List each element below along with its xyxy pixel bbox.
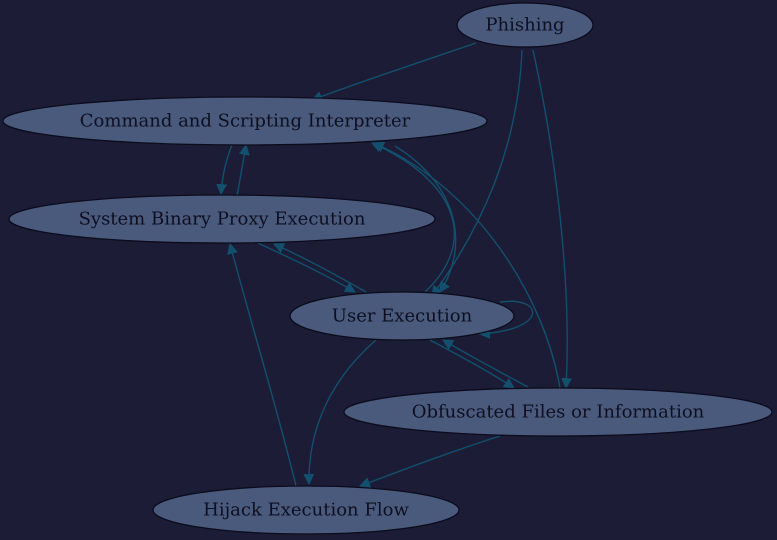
edge-sbpe-to-csi bbox=[236, 143, 250, 197]
nodes-layer: Phishing Command and Scripting Interpret… bbox=[2, 2, 773, 535]
node-command-and-scripting-interpreter[interactable]: Command and Scripting Interpreter bbox=[2, 96, 488, 146]
edge-ue-self-loop bbox=[478, 300, 534, 339]
edges-layer bbox=[216, 42, 573, 488]
node-hef-shape bbox=[152, 485, 460, 535]
edge-ue-to-ofi bbox=[429, 339, 515, 389]
node-obfuscated-files-or-information[interactable]: Obfuscated Files or Information bbox=[343, 387, 773, 437]
edge-phishing-to-ofi bbox=[532, 49, 573, 390]
node-hijack-execution-flow[interactable]: Hijack Execution Flow bbox=[152, 485, 460, 535]
edge-hef-to-sbpe bbox=[227, 242, 297, 487]
node-sbpe-shape bbox=[8, 194, 436, 244]
edge-phishing-to-ue bbox=[431, 49, 523, 297]
node-phishing-shape bbox=[456, 2, 594, 48]
edge-ue-to-csi bbox=[370, 142, 455, 293]
edge-ue-to-sbpe bbox=[272, 243, 367, 293]
node-sbpe-label: System Binary Proxy Execution bbox=[79, 209, 366, 230]
edge-ofi-to-ue bbox=[442, 339, 529, 388]
edge-sbpe-to-ue bbox=[257, 242, 356, 293]
node-user-execution[interactable]: User Execution bbox=[289, 291, 515, 341]
edge-ofi-to-hef bbox=[358, 435, 501, 488]
node-hef-label: Hijack Execution Flow bbox=[203, 500, 409, 521]
edge-ofi-to-csi bbox=[372, 141, 561, 389]
node-system-binary-proxy-execution[interactable]: System Binary Proxy Execution bbox=[8, 194, 436, 244]
edge-csi-to-sbpe bbox=[216, 144, 233, 196]
node-ofi-label: Obfuscated Files or Information bbox=[412, 402, 705, 423]
node-phishing-label: Phishing bbox=[485, 15, 564, 36]
node-phishing[interactable]: Phishing bbox=[456, 2, 594, 48]
node-ue-label: User Execution bbox=[332, 306, 473, 327]
node-csi-label: Command and Scripting Interpreter bbox=[80, 111, 411, 132]
node-ue-shape bbox=[289, 291, 515, 341]
edge-phishing-to-csi bbox=[310, 42, 477, 102]
node-ofi-shape bbox=[343, 387, 773, 437]
edge-ue-to-hef bbox=[303, 339, 377, 486]
edge-csi-to-ue bbox=[394, 145, 457, 293]
node-csi-shape bbox=[2, 96, 488, 146]
